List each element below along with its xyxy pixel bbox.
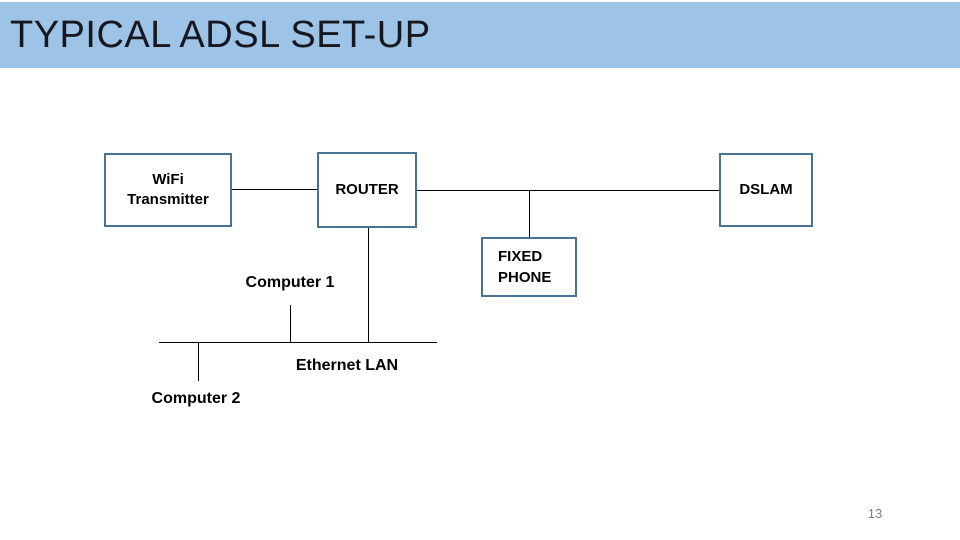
- router-label: ROUTER: [335, 181, 399, 198]
- connector-computer1-to-ethernet: [290, 305, 291, 342]
- label-computer2: Computer 2: [151, 390, 241, 407]
- label-computer1: Computer 1: [245, 274, 335, 291]
- node-fixed-phone: FIXED PHONE: [481, 237, 577, 297]
- node-wifi-transmitter: WiFi Transmitter: [104, 153, 232, 227]
- ethernet-lan-bus-line: [159, 342, 437, 343]
- page-number: 13: [867, 506, 883, 521]
- title-banner: TYPICAL ADSL SET-UP: [0, 2, 960, 68]
- label-ethernet-lan: Ethernet LAN: [295, 357, 399, 374]
- node-router: ROUTER: [317, 152, 417, 228]
- slide-title: TYPICAL ADSL SET-UP: [10, 13, 431, 56]
- node-dslam: DSLAM: [719, 153, 813, 227]
- connector-computer2-to-ethernet: [198, 342, 199, 381]
- wifi-label-line1: WiFi: [152, 171, 184, 188]
- fixed-phone-label-line1: FIXED: [498, 248, 543, 265]
- connector-drop-to-fixed-phone: [529, 190, 530, 237]
- connector-wifi-to-router: [232, 189, 317, 190]
- connector-router-to-dslam: [417, 190, 719, 191]
- connector-router-to-ethernet: [368, 228, 369, 342]
- wifi-label-line2: Transmitter: [127, 191, 209, 208]
- dslam-label: DSLAM: [739, 181, 793, 198]
- fixed-phone-label-line2: PHONE: [498, 269, 552, 286]
